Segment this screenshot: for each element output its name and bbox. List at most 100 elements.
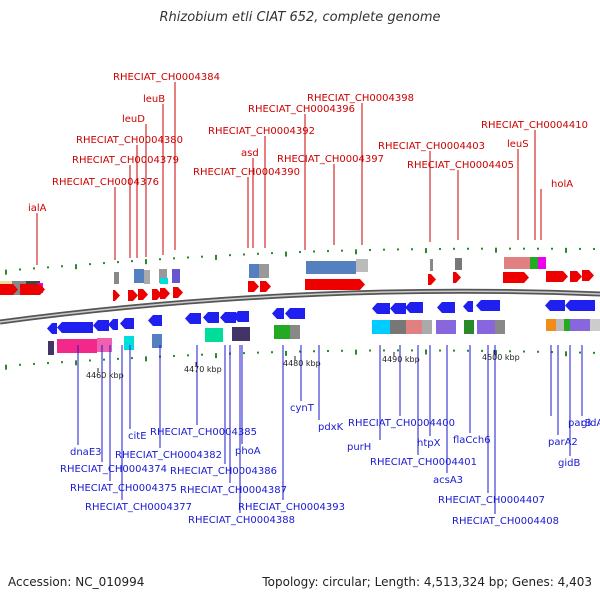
track-dot: [369, 349, 371, 352]
track-dot: [411, 349, 413, 352]
kbp-tick-label: 4480 kbp: [283, 359, 321, 368]
gene-block: [372, 320, 390, 334]
features-layer: [0, 257, 600, 355]
bottom-label-dnae3: dnaE3: [70, 447, 102, 458]
track-dot: [383, 248, 385, 251]
bottom-label-cite: citE: [128, 431, 147, 442]
bottom-label-rheciat-ch0004382: RHECIAT_CH0004382: [115, 450, 222, 461]
gene-arrow-forward: [582, 270, 594, 281]
gene-arrow-forward: [305, 279, 365, 290]
track-dot: [75, 360, 77, 366]
track-dot: [467, 247, 469, 250]
gene-block: [172, 269, 180, 283]
kbp-tick-label: 4500 kbp: [482, 353, 520, 362]
track-dot: [61, 361, 63, 364]
gene-block: [152, 334, 162, 348]
track-dot: [313, 350, 315, 353]
top-label-iala: ialA: [28, 203, 47, 214]
genome-summary: Topology: circular; Length: 4,513,324 bp…: [262, 575, 592, 589]
gene-arrow-forward: [248, 281, 259, 292]
track-dot: [495, 247, 497, 253]
track-dot: [425, 349, 427, 355]
top-label-rheciat-ch0004390: RHECIAT_CH0004390: [193, 167, 300, 178]
gene-block: [144, 270, 150, 284]
top-label-asd: asd: [241, 148, 259, 159]
track-dot: [229, 254, 231, 257]
track-dot: [523, 247, 525, 250]
gene-block: [124, 336, 134, 350]
track-dot: [201, 353, 203, 356]
track-dot: [355, 349, 357, 355]
gene-block: [564, 319, 570, 331]
gene-block: [205, 328, 223, 342]
gene-block: [422, 320, 432, 334]
leaders-layer: [36, 82, 583, 514]
gene-arrow-reverse: [57, 322, 93, 333]
track-dot: [355, 249, 357, 255]
track-dot: [159, 258, 161, 261]
bottom-label-gida2: gidA2: [581, 418, 600, 429]
track-dot: [117, 261, 119, 264]
bottom-label-phoa: phoA: [235, 446, 261, 457]
track-dot: [341, 249, 343, 252]
gene-block: [504, 257, 530, 269]
track-dot: [523, 350, 525, 353]
track-dot: [33, 362, 35, 365]
gene-arrow-reverse: [233, 311, 249, 322]
gene-arrow-reverse: [272, 308, 284, 319]
track-dot: [453, 349, 455, 352]
track-dot: [285, 350, 287, 356]
gene-block: [306, 261, 356, 274]
bottom-label-rheciat-ch0004408: RHECIAT_CH0004408: [452, 516, 559, 527]
track-dot: [509, 350, 511, 353]
bottom-label-rheciat-ch0004401: RHECIAT_CH0004401: [370, 457, 477, 468]
gene-arrow-forward: [428, 274, 436, 285]
gene-arrow-forward: [113, 290, 120, 301]
track-dot: [285, 251, 287, 257]
bottom-label-acsa3: acsA3: [433, 475, 463, 486]
bottom-label-para2: parA2: [548, 437, 578, 448]
gene-block: [159, 269, 167, 283]
track-dot: [327, 349, 329, 352]
track-dot: [299, 251, 301, 254]
track-dot: [173, 354, 175, 357]
accession-text: Accession: NC_010994: [8, 575, 145, 589]
track-dot: [579, 247, 581, 250]
top-label-rheciat-ch0004410: RHECIAT_CH0004410: [481, 120, 588, 131]
top-label-rheciat-ch0004403: RHECIAT_CH0004403: [378, 141, 485, 152]
gene-block: [436, 320, 456, 334]
gene-block: [546, 319, 556, 331]
track-dot: [75, 264, 77, 270]
gene-arrow-reverse: [565, 300, 595, 311]
top-label-leub: leuB: [143, 94, 165, 105]
gene-arrow-reverse: [463, 301, 473, 312]
track-dot: [33, 267, 35, 270]
bottom-label-rheciat-ch0004400: RHECIAT_CH0004400: [348, 418, 455, 429]
track-dot: [453, 247, 455, 250]
track-dot: [411, 248, 413, 251]
gene-arrow-forward: [160, 288, 170, 299]
track-dot: [103, 358, 105, 361]
gene-arrow-reverse: [120, 318, 134, 329]
gene-arrow-reverse: [47, 323, 57, 334]
track-dot: [509, 247, 511, 250]
track-dot: [187, 256, 189, 259]
top-label-leus: leuS: [507, 139, 529, 150]
gene-arrow-reverse: [185, 313, 201, 324]
gene-block: [590, 319, 600, 331]
gene-block: [232, 327, 250, 341]
gene-arrow-reverse: [148, 315, 162, 326]
gene-block: [97, 338, 112, 352]
gene-block: [430, 259, 433, 271]
track-dot: [579, 351, 581, 354]
bottom-label-rheciat-ch0004377: RHECIAT_CH0004377: [85, 502, 192, 513]
top-label-rheciat-ch0004384: RHECIAT_CH0004384: [113, 72, 220, 83]
gene-block: [160, 278, 168, 284]
kbp-tick-label: 4470 kbp: [184, 365, 222, 374]
gene-block: [259, 264, 269, 278]
gene-block: [390, 320, 406, 334]
top-label-leud: leuD: [122, 114, 145, 125]
gene-arrow-reverse: [203, 312, 219, 323]
